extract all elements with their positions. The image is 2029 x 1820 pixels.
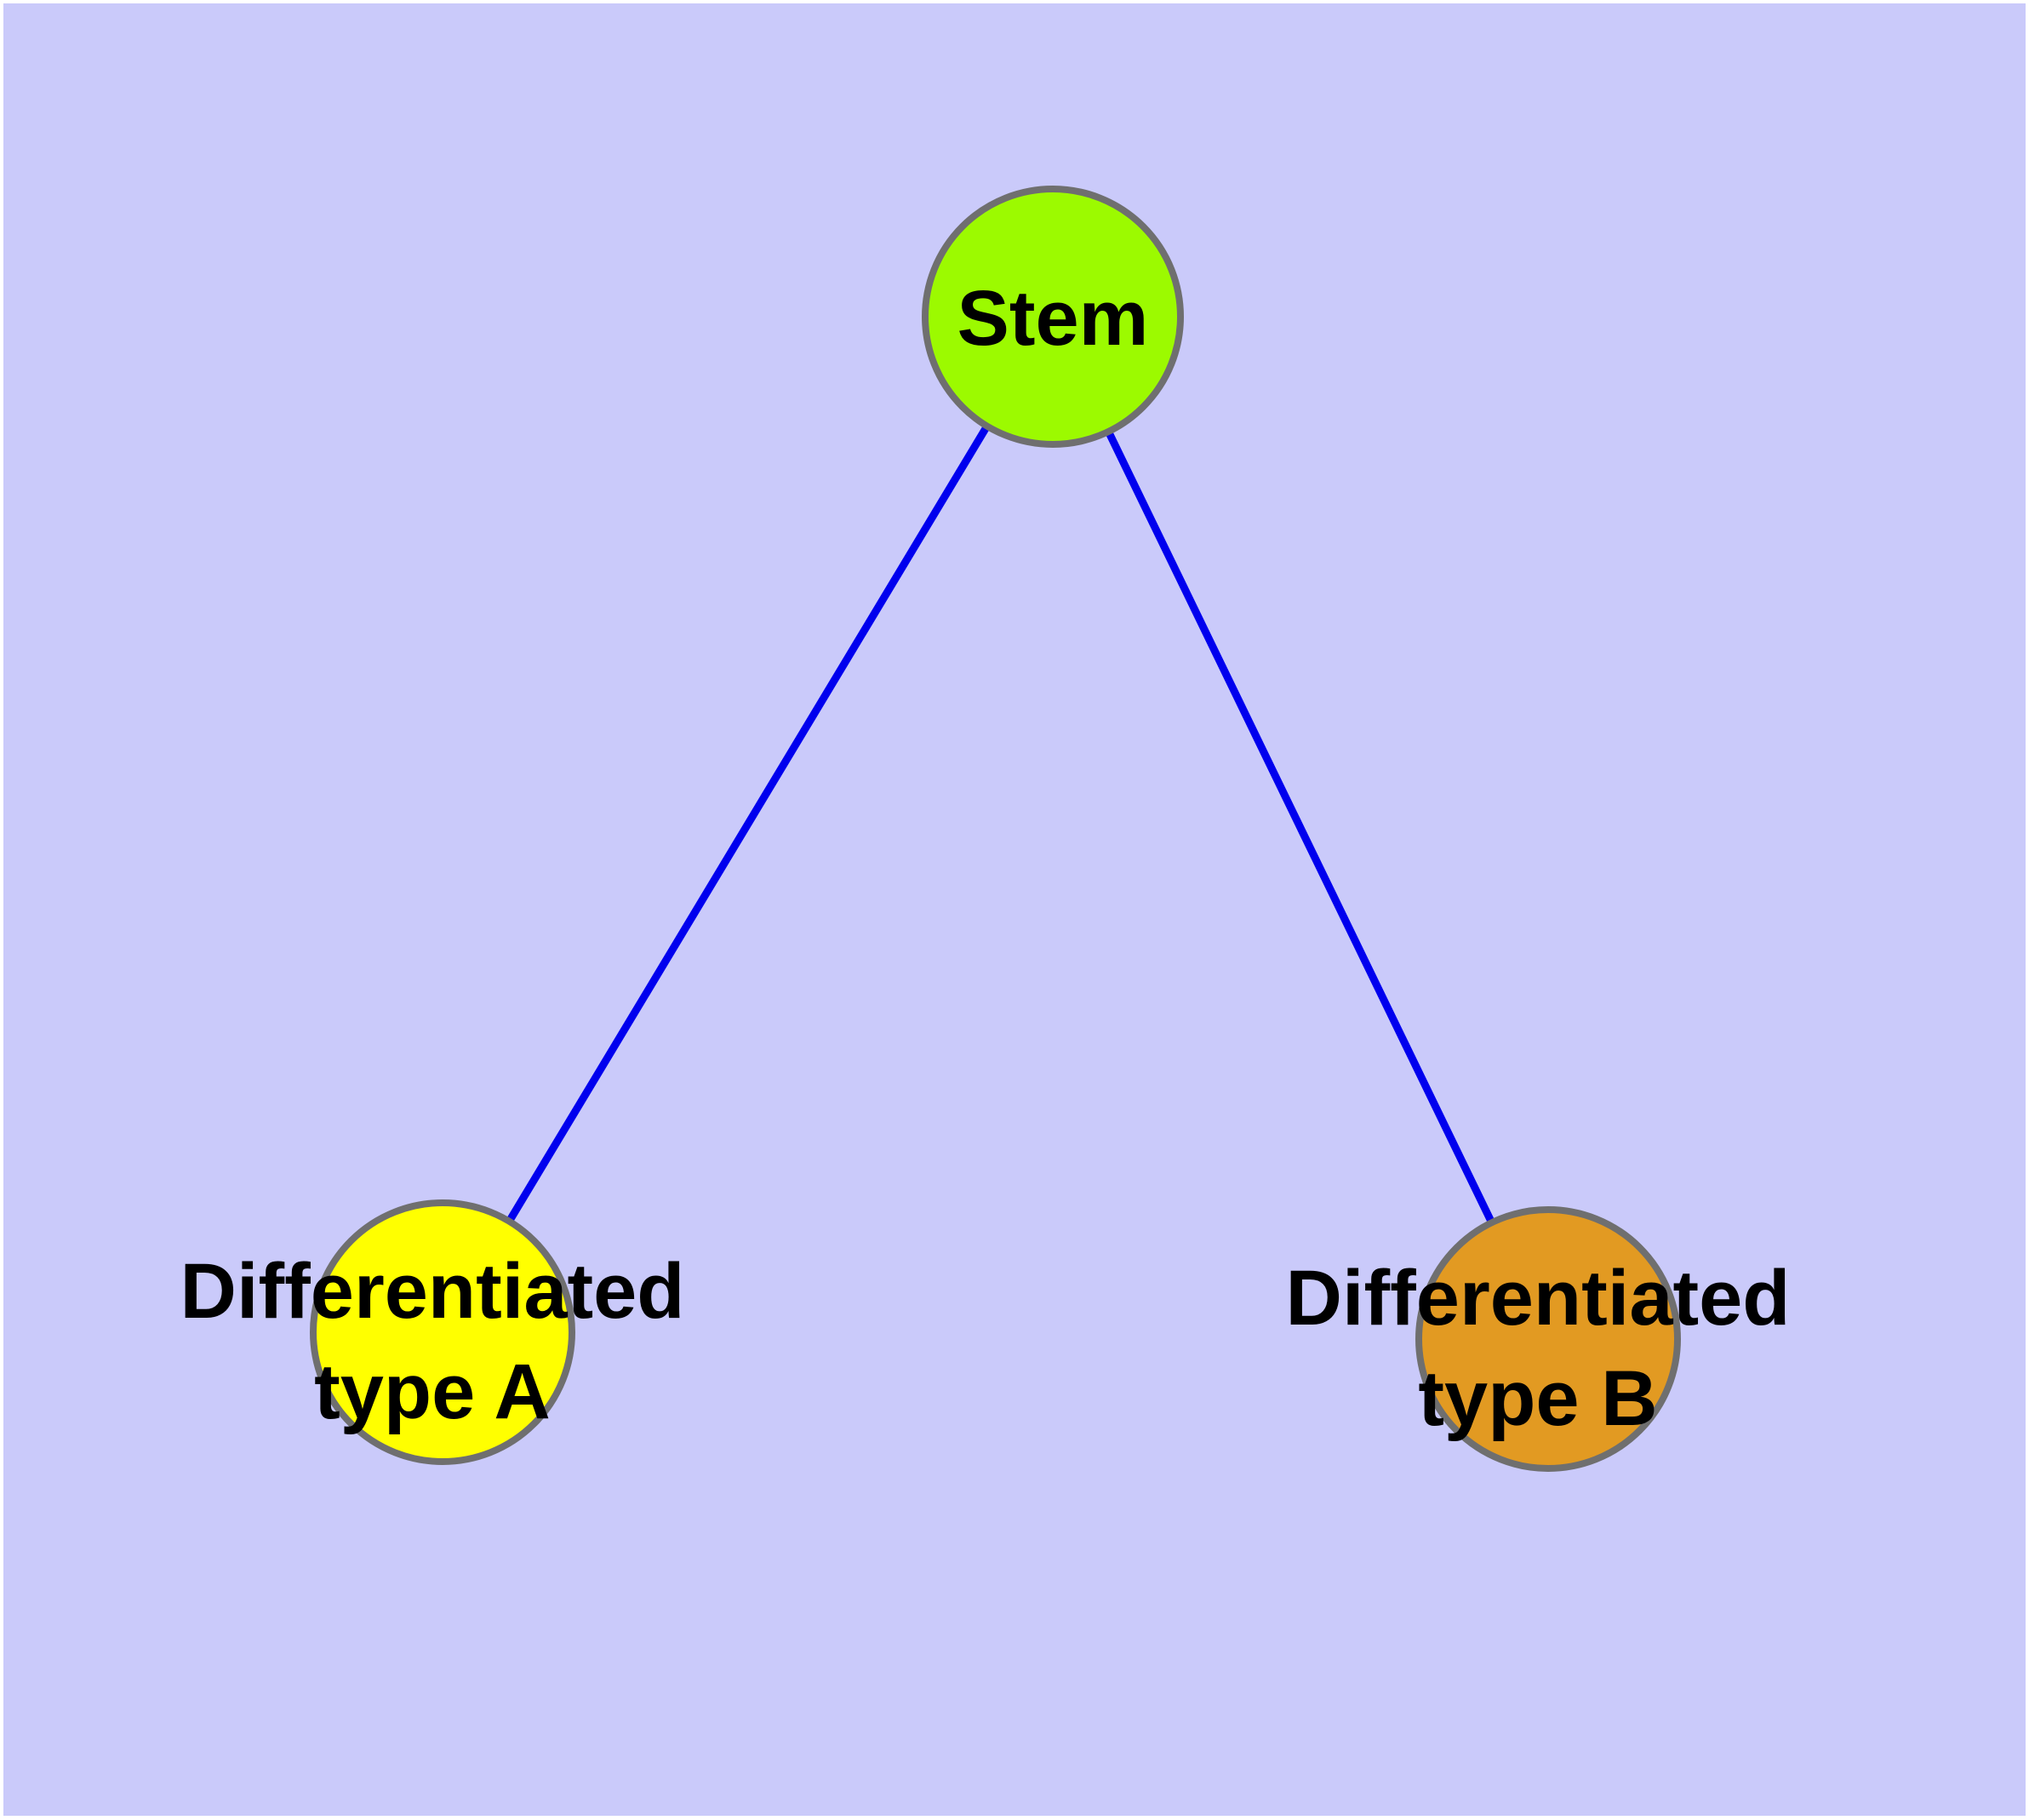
node-differentiated-type-a-label-line1: Differentiated (180, 1248, 685, 1335)
node-stem-label: Stem (957, 275, 1149, 362)
node-differentiated-type-a-circle (310, 1199, 575, 1465)
edge-stem-to-type-a (439, 314, 1056, 1335)
node-differentiated-type-a: Differentiated type A (180, 1199, 685, 1465)
node-differentiated-type-b-label-line2: type B (1418, 1355, 1657, 1442)
node-stem-circle (922, 186, 1184, 448)
node-stem: Stem (922, 186, 1184, 448)
node-differentiated-type-b-label-line1: Differentiated (1286, 1255, 1791, 1342)
node-differentiated-type-a-label-line2: type A (314, 1348, 551, 1435)
node-differentiated-type-b: Differentiated type B (1286, 1206, 1791, 1472)
node-differentiated-type-b-circle (1415, 1206, 1681, 1472)
edge-stem-to-type-b (1049, 315, 1552, 1341)
